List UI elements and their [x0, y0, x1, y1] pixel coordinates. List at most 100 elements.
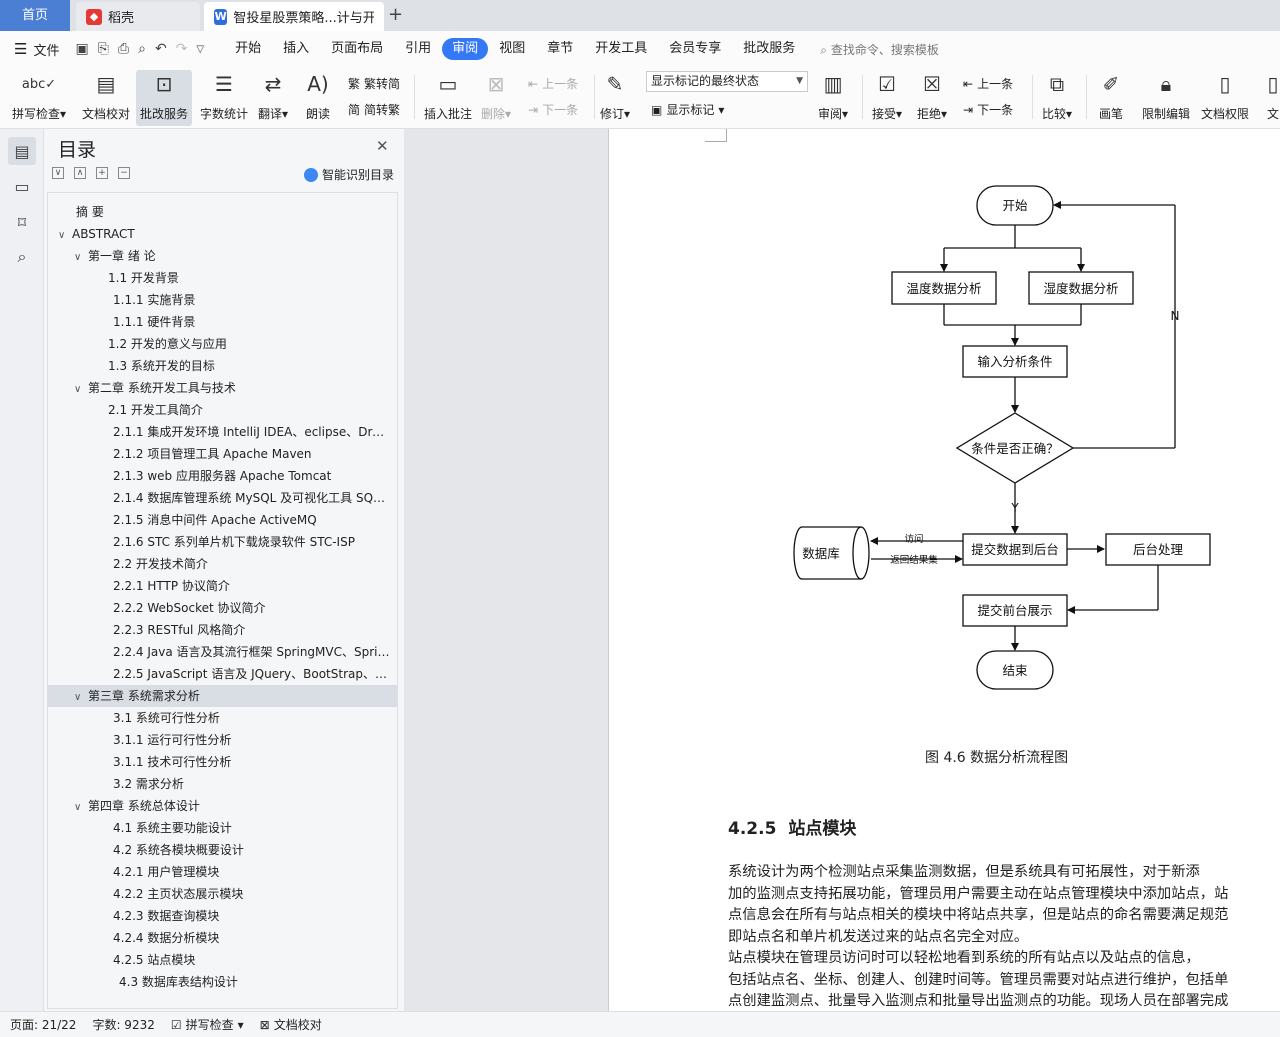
toc-item[interactable]: 1.1 开发背景	[48, 267, 397, 289]
toc-item[interactable]: 4.3 数据库表结构设计	[48, 971, 397, 993]
review-dropdown-button[interactable]: ▥ 审阅▾	[818, 72, 849, 121]
toc-item[interactable]: 2.1.3 web 应用服务器 Apache Tomcat	[48, 465, 397, 487]
preview-icon[interactable]: ⌕	[138, 41, 146, 57]
toc-item[interactable]: 2.1.6 STC 系列单片机下载烧录软件 STC-ISP	[48, 531, 397, 553]
chevron-down-icon[interactable]: ∨	[74, 384, 82, 395]
show-markup-button[interactable]: ▣显示标记▾	[651, 102, 725, 118]
toc-item[interactable]: 2.1.5 消息中间件 Apache ActiveMQ	[48, 509, 397, 531]
find-icon[interactable]: ⌕	[17, 247, 27, 266]
display-state-select[interactable]: 显示标记的最终状态 ▼	[646, 71, 808, 92]
toc-item[interactable]: ∨第三章 系统需求分析	[48, 685, 397, 707]
toc-item[interactable]: 2.2.2 WebSocket 协议简介	[48, 597, 397, 619]
delete-comment-button[interactable]: ⊠ 删除▾	[481, 72, 512, 121]
new-tab-button[interactable]: +	[388, 4, 404, 25]
toc-item[interactable]: 2.2 开发技术简介	[48, 553, 397, 575]
bookmark-icon[interactable]: ⌑	[17, 212, 27, 232]
toc-item[interactable]: 2.2.4 Java 语言及其流行框架 SpringMVC、Spri…	[48, 641, 397, 663]
toc-item[interactable]: 1.3 系统开发的目标	[48, 355, 397, 377]
toc-item[interactable]: 4.1 系统主要功能设计	[48, 817, 397, 839]
pen-button[interactable]: ✐ 画笔	[1096, 70, 1126, 122]
collapse-all-icon[interactable]: ∨	[52, 167, 64, 179]
simp-to-trad-button[interactable]: 简简转繁	[348, 101, 400, 118]
save-icon[interactable]: ▣	[75, 41, 89, 57]
menu-review[interactable]: 审阅	[442, 38, 489, 60]
add-heading-icon[interactable]: +	[96, 167, 108, 179]
menu-layout[interactable]: 页面布局	[331, 41, 384, 56]
menu-devtools[interactable]: 开发工具	[595, 41, 648, 56]
toc-item[interactable]: 2.1 开发工具简介	[48, 399, 397, 421]
toc-item[interactable]: 4.2.4 数据分析模块	[48, 927, 397, 949]
tab-home[interactable]: 首页	[0, 0, 70, 31]
doc-permission-button[interactable]: ▯ 文档权限	[1201, 70, 1249, 122]
compare-button[interactable]: ⧉ 比较▾	[1042, 72, 1073, 121]
chapter-icon[interactable]: ▭	[14, 176, 30, 196]
toc-item[interactable]: 4.2.1 用户管理模块	[48, 861, 397, 883]
toc-item[interactable]: 4.2.2 主页状态展示模块	[48, 883, 397, 905]
overflow-button[interactable]: ▯ 文	[1258, 70, 1280, 122]
accept-button[interactable]: ☑ 接受▾	[872, 72, 903, 121]
print-icon[interactable]: ⎙	[117, 41, 130, 57]
menu-start[interactable]: 开始	[235, 41, 262, 56]
toc-item[interactable]: 4.2 系统各模块概要设计	[48, 839, 397, 861]
toc-item[interactable]: 2.1.2 项目管理工具 Apache Maven	[48, 443, 397, 465]
prev-comment-button[interactable]: ⇤上一条	[528, 75, 578, 92]
chevron-down-icon[interactable]: ∨	[74, 252, 82, 263]
review-service-button[interactable]: ⊡ 批改服务	[136, 70, 193, 126]
toc-item[interactable]: 3.2 需求分析	[48, 773, 397, 795]
page-indicator[interactable]: 页面: 21/22	[10, 1018, 77, 1032]
menu-insert[interactable]: 插入	[283, 41, 310, 56]
prev-change-button[interactable]: ⇤上一条	[963, 75, 1013, 92]
toc-item[interactable]: 2.1.4 数据库管理系统 MySQL 及可视化工具 SQ…	[48, 487, 397, 509]
translate-button[interactable]: ⇄ 翻译▾	[258, 72, 289, 121]
tab-daoke[interactable]: ◆ 稻壳	[76, 2, 200, 31]
remove-heading-icon[interactable]: −	[118, 167, 130, 179]
toc-item[interactable]: 2.2.1 HTTP 协议简介	[48, 575, 397, 597]
status-spellcheck[interactable]: ☑ 拼写检查▾	[170, 1017, 244, 1033]
toc-item[interactable]: 4.2.3 数据查询模块	[48, 905, 397, 927]
smart-toc-button[interactable]: 智能识别目录	[303, 166, 394, 183]
toc-item[interactable]: ∨第四章 系统总体设计	[48, 795, 397, 817]
toc-item[interactable]: 1.1.1 硬件背景	[48, 311, 397, 333]
export-icon[interactable]: ⎘	[97, 41, 109, 57]
more-icon[interactable]: ▽	[196, 43, 205, 55]
next-change-button[interactable]: ⇥下一条	[963, 101, 1013, 118]
toc-item[interactable]: 2.2.5 JavaScript 语言及 JQuery、BootStrap、…	[48, 663, 397, 685]
trad-to-simp-button[interactable]: 繁繁转简	[348, 75, 400, 92]
menu-view[interactable]: 视图	[499, 41, 526, 56]
toc-item[interactable]: 2.2.3 RESTful 风格简介	[48, 619, 397, 641]
toc-item[interactable]: ∨第一章 绪 论	[48, 245, 397, 267]
chevron-down-icon[interactable]: ∨	[58, 230, 66, 241]
toc-item[interactable]: ∨ABSTRACT	[48, 223, 397, 245]
wordcount-button[interactable]: ☰ 字数统计	[200, 70, 248, 122]
menu-reference[interactable]: 引用	[405, 41, 432, 56]
undo-icon[interactable]: ↶	[154, 41, 167, 57]
toc-item[interactable]: 3.1.1 运行可行性分析	[48, 729, 397, 751]
reject-button[interactable]: ☒ 拒绝▾	[917, 72, 948, 121]
chevron-down-icon[interactable]: ∨	[74, 802, 82, 813]
chevron-down-icon[interactable]: ∨	[74, 692, 82, 703]
spellcheck-button[interactable]: abc✓ 拼写检查▾	[12, 70, 66, 122]
expand-all-icon[interactable]: ∧	[74, 167, 86, 179]
status-doccheck[interactable]: ⊠ 文档校对	[260, 1016, 322, 1033]
file-menu[interactable]: ☰ 文件	[0, 40, 69, 59]
toc-item[interactable]: 2.1.1 集成开发环境 IntelliJ IDEA、eclipse、Dre…	[48, 421, 397, 443]
toc-icon[interactable]: ▤	[8, 137, 36, 165]
next-comment-button[interactable]: ⇥下一条	[528, 101, 578, 118]
tab-document[interactable]: W 智投星股票策略...计与开发 ¢	[204, 2, 384, 31]
toc-item[interactable]: 4.2.5 站点模块	[48, 949, 397, 971]
menu-review-service[interactable]: 批改服务	[743, 41, 796, 56]
command-search[interactable]: ⌕ 查找命令、搜索模板	[820, 41, 939, 58]
word-count[interactable]: 字数: 9232	[92, 1018, 155, 1032]
toc-item[interactable]: 1.2 开发的意义与应用	[48, 333, 397, 355]
doccheck-button[interactable]: ▤ 文档校对	[82, 70, 130, 122]
close-icon[interactable]: ✕	[376, 137, 389, 155]
toc-item[interactable]: 摘 要	[48, 201, 397, 223]
restrict-edit-button[interactable]: 🔒︎ 限制编辑	[1142, 70, 1190, 122]
toc-item[interactable]: 3.1.1 技术可行性分析	[48, 751, 397, 773]
read-aloud-button[interactable]: A) 朗读	[303, 70, 333, 122]
toc-item[interactable]: 1.1.1 实施背景	[48, 289, 397, 311]
menu-section[interactable]: 章节	[547, 41, 574, 56]
revise-button[interactable]: ✎ 修订▾	[600, 72, 631, 121]
insert-comment-button[interactable]: ▭ 插入批注	[424, 70, 472, 122]
toc-item[interactable]: 3.1 系统可行性分析	[48, 707, 397, 729]
